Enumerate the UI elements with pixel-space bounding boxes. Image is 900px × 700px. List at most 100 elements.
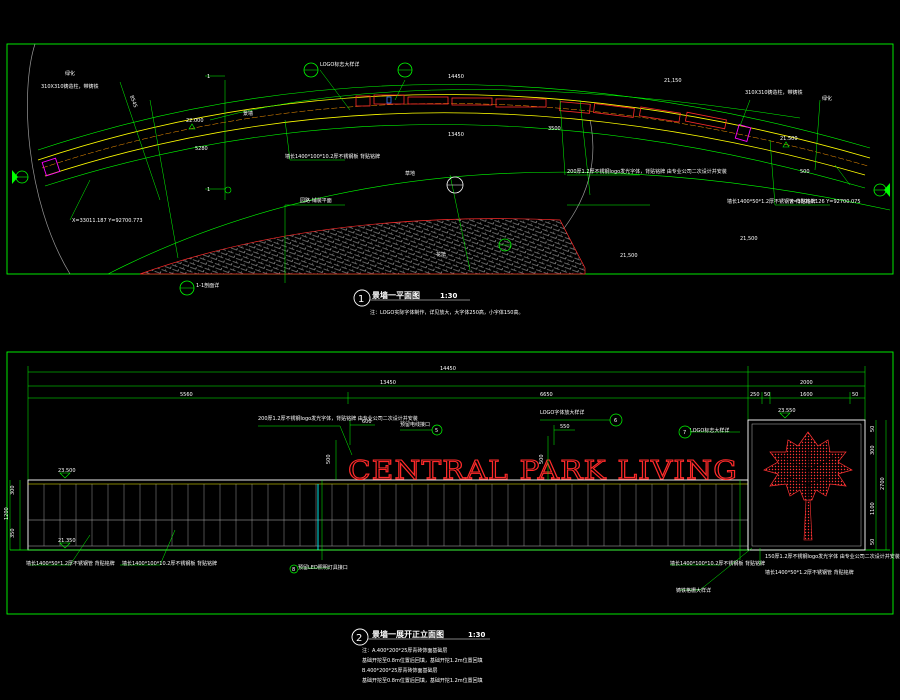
elev-dim-right: 2000 [800,380,813,386]
plan-mark-1a: 1 [207,74,210,80]
elev-dim-v500b: 500 [539,454,545,464]
elev-dim-v1200: 1200 [4,507,10,520]
elev-note-bottom-left2: 墙长1400*100*10.2厚不锈钢板 背贴铭牌 [122,560,217,567]
elev-dim-600: 600 [362,419,372,425]
elev-title-num: 2 [356,633,362,644]
elev-dim-seg6: 50 [852,392,858,398]
callout-circle-2 [397,62,413,78]
elevation-note-2: 基础开挖至0.8m位置后回填，基础开挖1.2m位置回填 [362,657,483,664]
plan-lvl-left: 22.000 [186,118,204,124]
elev-level-marker-right [779,412,791,419]
elevation-title-block: 2 景墙一展开正立面图 1:30 注：A.400*200*25厚青砖饰面基础层 … [351,628,490,684]
elev-dim-seg1: 5560 [180,392,193,398]
plan-dim-mid: 13450 [448,132,464,138]
plan-right-spec: 310X310铸造柱，带铸铁 [745,89,803,96]
plan-dim-top: 14450 [448,74,464,80]
elevation-title: 景墙一展开正立面图 [372,629,444,639]
plan-dim-w2: 3500 [548,126,561,132]
elev-dim-v500a: 500 [326,454,332,464]
plan-pillar-right [734,124,752,142]
callout-circle-5 [179,280,195,296]
elev-dim-seg2: 6650 [540,392,553,398]
plan-title-num: 1 [358,294,364,305]
elev-note-bottom-right4: 铸铁格栅大样详 [676,587,711,594]
elevation-note-4: 基础开挖至0.8m位置后回填，基础开挖1.2m位置回填 [362,677,483,684]
plan-leader-lines [69,69,851,283]
elev-lvl-right: 23.550 [778,408,796,414]
plan-blue-marker [386,96,392,104]
plan-lawn-label: 草地 [405,170,415,177]
elev-dim-seg4: 50 [764,392,770,398]
plan-dim-w1: 5280 [195,146,208,152]
elev-dim-total: 14450 [440,366,456,372]
plan-coord-right: X=33050.126 Y=92700.075 [790,199,861,205]
elev-dim-seg5: 1600 [800,392,813,398]
elev-note-bottom-right3: 墙长1400*50*1.2厚不锈钢管 背贴铭牌 [765,569,854,576]
elev-callout-lines [30,419,761,591]
svg-text:8: 8 [292,567,295,573]
elev-note-bottom-left1: 墙长1400*50*1.2厚不锈钢管 背贴铭牌 [26,560,115,567]
plan-pave-label: 园路-铺装平面 [300,197,332,204]
elev-dim-v1100: 1100 [870,502,876,515]
plan-paving-area [139,218,586,275]
plan-coord-left: X=33011.187 Y=92700.773 [72,218,143,224]
plan-note-right: 墙长1400*50*1.2厚不锈钢管 背贴铭牌 [727,198,816,205]
elev-note-bottom-right1: 墙长1400*100*10.2厚不锈钢板 背贴铭牌 [670,560,765,567]
plan-logo-blocks [355,94,727,130]
callout-circle-3 [446,176,464,194]
section-mark-left [12,170,29,184]
tree-panel-frame [747,419,866,551]
elev-dim-550: 550 [560,424,570,430]
elev-lvl-left2: 21.350 [58,538,76,544]
plan-note: 注：LOGO实际字体制作，详见放大，大字体250高，小字体150高。 [370,309,523,316]
elev-note-tree: LOGO标志大样详 [690,427,729,434]
elev-dim-wall: 13450 [380,380,396,386]
tree-panel-inner [751,423,862,547]
plan-level-marker-left [188,123,196,130]
elevation-note-1: 注：A.400*200*25厚青砖饰面基础层 [362,647,447,654]
elevation-wall-body [27,479,749,551]
elev-dim-seg3: 250 [750,392,760,398]
plan-pillar-left [41,157,61,177]
section-cut-marker [224,186,232,194]
svg-text:5: 5 [435,428,438,434]
elevation-dim-lines [9,366,887,550]
wall-outer-line [37,94,871,161]
svg-text:7: 7 [683,430,686,436]
elev-mark-5: 5 [431,424,443,436]
svg-text:6: 6 [614,418,617,424]
elev-dim-v300: 300 [10,485,16,495]
elevation-frame [6,351,894,615]
elev-dim-v350: 350 [10,528,16,538]
elev-note-top-left: 200厚1.2厚不锈钢logo发光字体，背贴铭牌 由专业公司二次设计并安装 [258,415,418,422]
plan-title: 景墙一平面图 [372,290,420,300]
elev-note-bottom-mid: 预留LED照明灯具接口 [298,564,348,571]
plan-top-curve [209,89,801,121]
elev-dim-v50b: 50 [870,539,876,545]
plan-sec-label: 1-1剖面详 [196,282,219,289]
callout-circle-1 [303,62,319,78]
plan-dim-left-v: 8545 [128,95,138,109]
wall-inner-line [44,112,866,177]
plan-left-green: 绿化 [65,70,75,77]
elev-mark-7: 7 [678,425,692,439]
elevation-view: 14450 13450 2000 5560 6650 250 50 1600 5… [4,351,900,684]
wall-panel-lines [43,484,733,546]
site-boundary-left [27,43,71,275]
callout-circle-4 [498,238,512,252]
sign-text-central-park-living: CENTRAL PARK LIVING [348,456,738,486]
elev-mark-6: 6 [609,413,623,427]
elev-lvl-left: 23.500 [58,468,76,474]
plan-dim-b2: 21,500 [620,253,638,259]
plan-view: 310X310铸造柱，带铸铁 绿化 310X310铸造柱，带铸铁 绿化 1445… [6,43,894,316]
plan-logo-callout: LOGO标志大样详 [320,61,359,68]
plan-bed-label: 花坛 [436,251,446,258]
section-mark-right [873,183,890,197]
plan-dim-w3: 500 [800,169,810,175]
tree-logo-graphic [763,431,853,541]
plan-dim-right: 21,150 [664,78,682,84]
plan-green-offset-2 [44,124,866,189]
elev-dim-v50: 50 [870,426,876,432]
plan-note-logo: 200厚1.2厚不锈钢logo发光字体，背贴铭牌 由专业公司二次设计并安装 [567,168,727,175]
